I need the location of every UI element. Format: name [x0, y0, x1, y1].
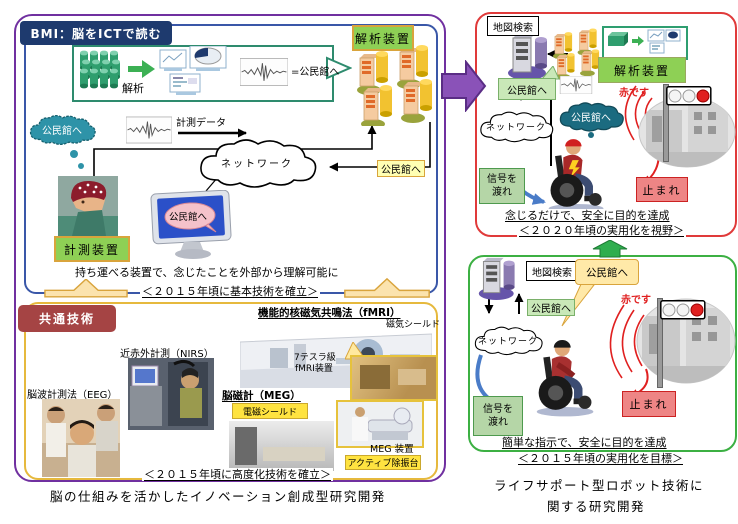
robot2015-summary: 簡単な指示で、安全に目的を達成	[500, 436, 669, 449]
kominkan-tag: 公民館へ	[377, 160, 425, 177]
network-cloud-text: ネットワーク	[485, 123, 546, 133]
bmi-summary: 持ち運べる装置で、念じたことを外部から理解可能に	[73, 266, 341, 279]
stop-box: 止まれ	[636, 177, 688, 202]
wheelchair-user-icon	[533, 326, 599, 422]
right-caption-line2: 関する研究開発	[547, 499, 646, 514]
bmi-panel-title: BMI：脳をICTで読む	[20, 21, 172, 45]
network-cloud: ネットワーク	[474, 102, 558, 150]
network-cloud: ネットワーク	[190, 134, 324, 190]
waveform-icon	[240, 58, 288, 86]
nirs-photo	[128, 358, 214, 430]
robot2015-milestone: ＜２０１５年頃の実用化を目標＞	[516, 452, 685, 465]
map-search-label: 地図検索	[526, 261, 578, 281]
cross-signal-line1: 信号を	[487, 174, 517, 185]
tower-server-icon	[474, 256, 524, 300]
green-arrow-icon	[128, 60, 155, 78]
kominkan-callout: 公民館へ	[575, 259, 639, 285]
meg-label: 脳磁計（MEG）	[222, 390, 301, 402]
db-array-icon	[80, 50, 120, 89]
kominkan-bubble: 公民館へ	[498, 78, 556, 100]
fmri-label: 機能的核磁気共鳴法（fMRI）	[258, 307, 401, 319]
tower-server-icon	[505, 32, 555, 80]
wheelchair-user-icon	[545, 130, 609, 214]
mag-shield-label: 磁気シールド	[386, 320, 441, 330]
network-cloud: ネットワーク	[469, 316, 547, 364]
traffic-pole	[663, 84, 669, 162]
kominkan-tag: 公民館へ	[527, 299, 575, 316]
right-caption-line1: ライフサポート型ロボット技術に	[494, 478, 705, 493]
equals-kominkan-label: =公民館へ	[291, 67, 340, 78]
traffic-light-icon	[660, 300, 706, 320]
network-cloud-text: ネットワーク	[477, 337, 538, 347]
up-arrow-green	[592, 240, 628, 258]
nirs-label: 近赤外計測（NIRS）	[120, 349, 214, 360]
traffic-light-icon	[666, 86, 712, 106]
kominkan-cloud-text: 公民館へ	[571, 113, 611, 124]
meg-machine-photo	[336, 400, 424, 448]
bmi-title-text: BMI：脳をICTで読む	[30, 26, 162, 41]
eeg-photo	[42, 399, 120, 477]
stop-box: 止まれ	[622, 391, 676, 417]
eeg-cap-person-photo	[58, 176, 118, 236]
kominkan-dark-cloud: 公民館へ	[556, 98, 626, 138]
fmri-photo	[350, 355, 438, 401]
analysis-label: 解析	[122, 82, 144, 95]
meg-room-photo	[229, 421, 334, 471]
server-cluster-icon	[356, 44, 433, 126]
cross-signal-box: 信号を 渡れ	[479, 168, 525, 204]
bmi2020-summary: 念じるだけで、安全に目的を達成	[503, 209, 672, 222]
fmri-device-label: fMRI装置	[295, 364, 333, 374]
cross-signal-box: 信号を 渡れ	[473, 396, 523, 436]
kominkan-cloud-text: 公民館へ	[42, 126, 82, 137]
analyzer-device-label: 解析装置	[598, 57, 686, 83]
tesla-label: 7テスラ級	[294, 353, 336, 363]
monitor-bubble-text: 公民館へ	[169, 212, 208, 223]
traffic-pole	[657, 298, 663, 388]
up-arrow-ribbon	[344, 277, 430, 298]
bmi2020-milestone: ＜２０２０年頃の実用化を視野＞	[517, 224, 686, 237]
measure-device-label: 計測装置	[54, 236, 130, 262]
street-scene-photo	[638, 96, 736, 168]
analyzer-device-label: 解析装置	[352, 25, 414, 51]
common-milestone: ＜２０１５年頃に高度化技術を確立＞	[142, 468, 333, 481]
radio-waves-icon	[609, 304, 645, 379]
cross-signal-line1: 信号を	[483, 404, 513, 415]
map-search-label: 地図検索	[487, 16, 539, 36]
up-arrow-ribbon	[44, 278, 128, 298]
waveform-icon	[126, 116, 172, 144]
bmi-milestone: ＜２０１５年頃に基本技術を確立＞	[140, 285, 320, 298]
vibration-table-label: アクティブ除振台	[345, 455, 421, 470]
thought-dot	[70, 150, 78, 158]
waveform-icon	[559, 76, 593, 94]
left-caption: 脳の仕組みを活かしたイノベーション創成型研究開発	[50, 489, 386, 504]
thought-dot	[78, 163, 84, 169]
cross-signal-line2: 渡れ	[492, 187, 512, 198]
kominkan-cloud: 公民館へ	[26, 112, 98, 146]
analyzer-mini-diagram	[602, 26, 688, 60]
red-signal-text: 赤です	[619, 88, 649, 99]
cross-signal-line2: 渡れ	[488, 417, 508, 428]
eeg-label: 脳波計測法（EEG）	[27, 390, 118, 401]
measure-data-label: 計測データ	[176, 118, 226, 129]
panel-link-arrow	[441, 60, 487, 112]
analysis-box-callout-tail	[326, 56, 352, 80]
network-cloud-text: ネットワーク	[221, 159, 293, 170]
monitor-icon: 公民館へ	[150, 190, 236, 260]
left-outer-frame	[14, 14, 446, 482]
red-signal-text: 赤です	[621, 295, 651, 306]
em-shield-label: 電磁シールド	[232, 403, 308, 419]
common-tech-title: 共通技術	[18, 305, 116, 332]
meg-device-label: MEG 装置	[370, 444, 414, 455]
result-monitors-icon	[159, 46, 227, 95]
